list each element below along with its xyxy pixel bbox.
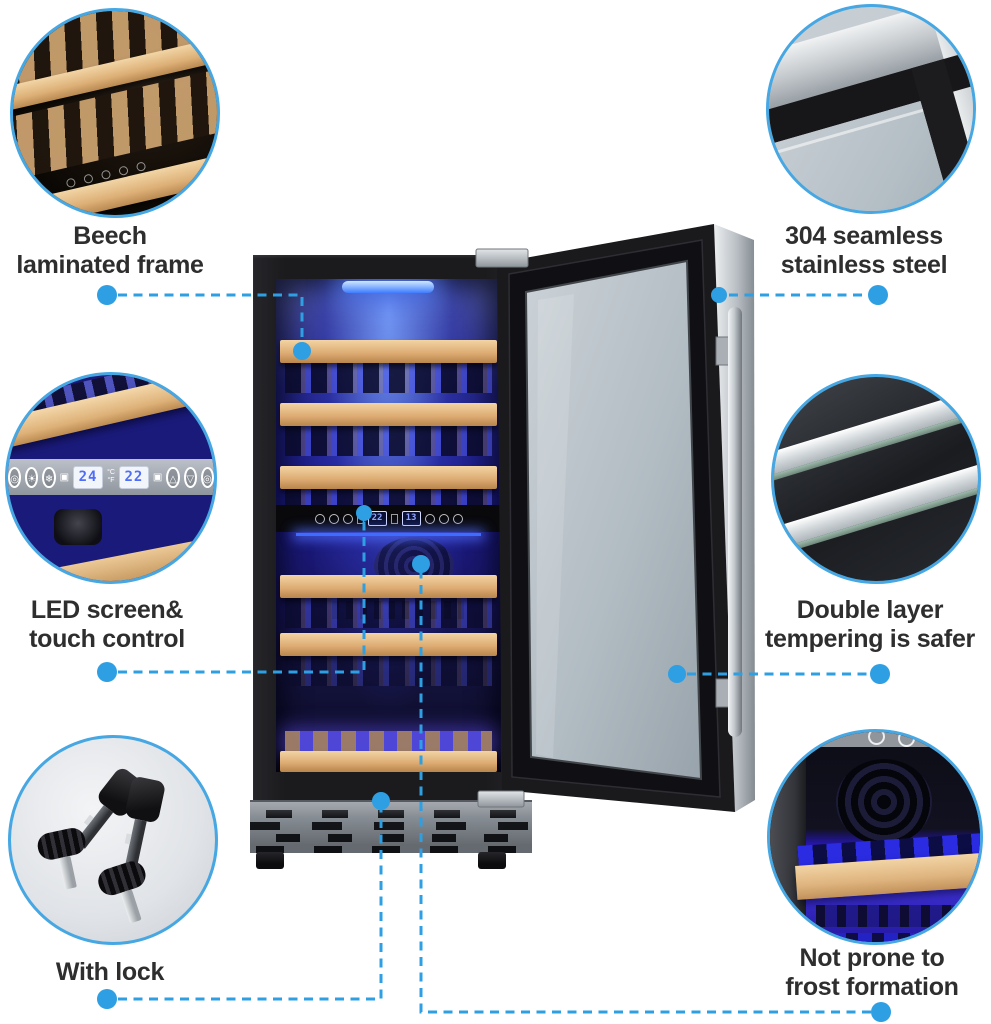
lock-screw xyxy=(94,858,159,930)
top-hinge xyxy=(475,248,529,268)
wine-cooler-cabinet: 22 13 xyxy=(253,255,517,800)
label-beech-frame: Beech laminated frame xyxy=(0,222,220,280)
cooler-top-edge xyxy=(770,732,980,747)
label-line: laminated frame xyxy=(16,251,204,279)
led-control-panel: ◎ ☀ ❄ ▣ 24 °C °F 22 ▣ △ ▽ ◎ xyxy=(8,459,214,495)
unit-icon xyxy=(390,513,398,524)
panel-glow-light xyxy=(296,533,481,536)
touch-icon xyxy=(868,732,885,745)
label-line: Double layer xyxy=(796,596,944,624)
callout-circle-no-frost xyxy=(767,729,983,945)
bottom-hinge xyxy=(477,790,525,808)
label-line: tempering is safer xyxy=(765,625,975,653)
label-line: stainless steel xyxy=(780,251,948,279)
callout-circle-beech-frame xyxy=(10,8,220,218)
power-icon: ◎ xyxy=(8,466,22,488)
label-line: frost formation xyxy=(785,973,959,1001)
shelf-rack xyxy=(285,363,492,393)
lock-icon: ▣ xyxy=(152,471,163,483)
label-line: touch control xyxy=(29,625,185,653)
light-icon: ☀ xyxy=(25,466,39,488)
mode-icon: ❄ xyxy=(42,466,56,488)
down-icon: ▽ xyxy=(183,466,197,488)
power-icon: ◎ xyxy=(200,466,214,488)
celsius-label: °C xyxy=(107,469,115,476)
label-no-frost: Not prone to frost formation xyxy=(752,944,991,1002)
touch-icon xyxy=(424,513,435,524)
callout-circle-tempered-glass xyxy=(771,374,981,584)
touch-icon xyxy=(898,732,915,747)
led-display-upper: 24 xyxy=(73,465,104,489)
label-line: With lock xyxy=(55,958,165,986)
interior-led-light xyxy=(342,281,434,293)
label-stainless-steel: 304 seamless stainless steel xyxy=(744,222,984,280)
label-tempered-glass: Double layer tempering is safer xyxy=(748,596,991,654)
interior-knob xyxy=(54,509,102,545)
led-display-lower: 13 xyxy=(401,511,421,526)
label-line: LED screen& xyxy=(30,596,184,624)
callout-circle-stainless-steel xyxy=(766,4,976,214)
label-line: Not prone to xyxy=(799,944,945,972)
callout-circle-led-control: ◎ ☀ ❄ ▣ 24 °C °F 22 ▣ △ ▽ ◎ xyxy=(5,372,217,584)
touch-icon xyxy=(452,513,463,524)
door-edge xyxy=(770,747,806,942)
interior-back-wall xyxy=(795,747,980,942)
door-corner-photo xyxy=(769,7,973,211)
shelf-rack xyxy=(285,426,492,456)
fahrenheit-label: °F xyxy=(107,477,115,484)
up-icon: △ xyxy=(166,466,180,488)
wood-shelf xyxy=(280,340,497,363)
unit-icons: °C °F xyxy=(107,469,115,485)
interior-vents xyxy=(816,905,976,927)
door-handle xyxy=(728,307,742,737)
shelf-rack xyxy=(806,933,980,942)
label-line: Beech xyxy=(73,222,147,250)
fan-grille-icon xyxy=(836,759,932,845)
led-display-lower: 22 xyxy=(118,465,149,489)
callout-circle-lock xyxy=(8,735,218,945)
wood-shelf xyxy=(280,466,497,489)
label-led-control: LED screen& touch control xyxy=(0,596,214,654)
wood-shelf xyxy=(280,403,497,426)
touch-icon xyxy=(438,513,449,524)
temperature-control-panel: 22 13 xyxy=(276,505,501,532)
label-with-lock: With lock xyxy=(10,958,210,987)
label-line: 304 seamless xyxy=(785,222,943,250)
lock-icon: ▣ xyxy=(59,471,70,483)
